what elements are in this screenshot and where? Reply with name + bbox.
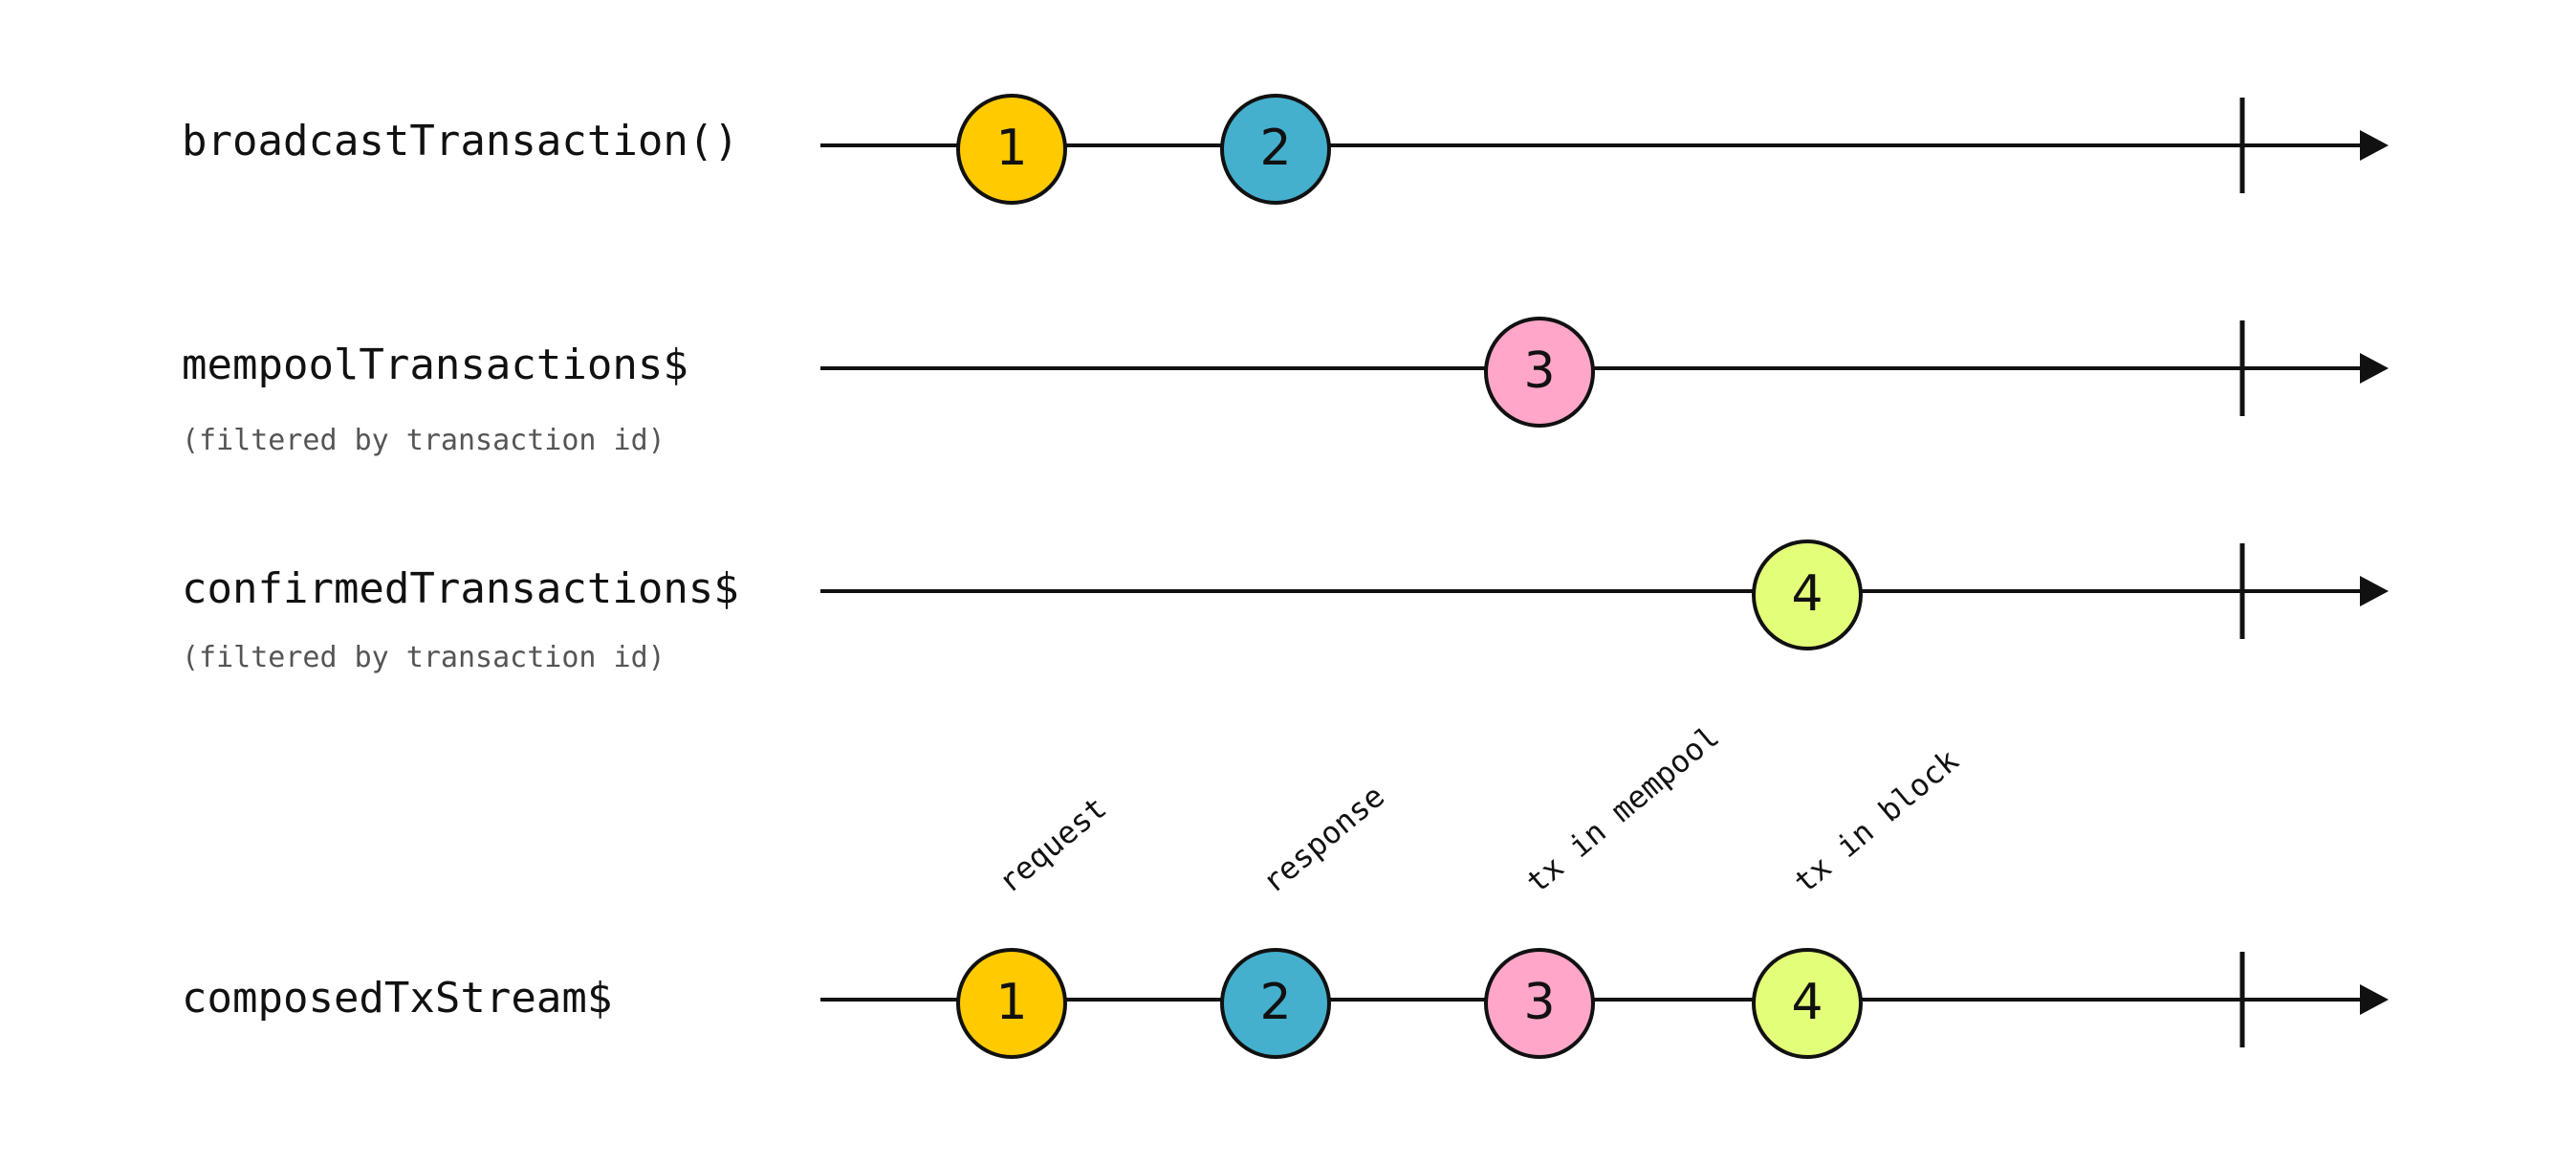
event-annotation: tx in mempool <box>1519 718 1726 900</box>
arrow-head-icon <box>2360 984 2389 1015</box>
lane-sublabel-confirmed-transactions: (filtered by transaction id) <box>182 641 666 674</box>
marble-value: 3 <box>1523 974 1555 1031</box>
marble-value: 4 <box>1791 974 1823 1031</box>
marble-value: 3 <box>1523 342 1555 400</box>
marble <box>956 948 1067 1059</box>
event-annotation: request <box>992 789 1114 900</box>
marble <box>1220 94 1331 205</box>
lane-label-mempool-transactions: mempoolTransactions$ <box>182 341 688 389</box>
event-annotation: tx in block <box>1787 742 1966 900</box>
lane-label-broadcast-transaction: broadcastTransaction() <box>182 117 739 165</box>
arrow-head-icon <box>2360 576 2389 606</box>
marble <box>1752 948 1863 1059</box>
marble-value: 1 <box>995 120 1027 177</box>
lane-label-confirmed-transactions: confirmedTransactions$ <box>182 564 739 613</box>
marble <box>1220 948 1331 1059</box>
marble <box>1484 948 1595 1059</box>
marble-value: 2 <box>1259 974 1291 1031</box>
marble-value: 1 <box>995 974 1027 1031</box>
lane-sublabel-mempool-transactions: (filtered by transaction id) <box>182 424 666 457</box>
arrow-head-icon <box>2360 130 2389 161</box>
marble-value: 2 <box>1259 120 1291 177</box>
marble <box>956 94 1067 205</box>
lane-label-composed-tx-stream: composedTxStream$ <box>182 974 613 1023</box>
arrow-head-icon <box>2360 353 2389 384</box>
marble <box>1752 539 1863 650</box>
marble <box>1484 317 1595 428</box>
event-annotation: response <box>1255 778 1391 900</box>
marble-value: 4 <box>1791 565 1823 623</box>
